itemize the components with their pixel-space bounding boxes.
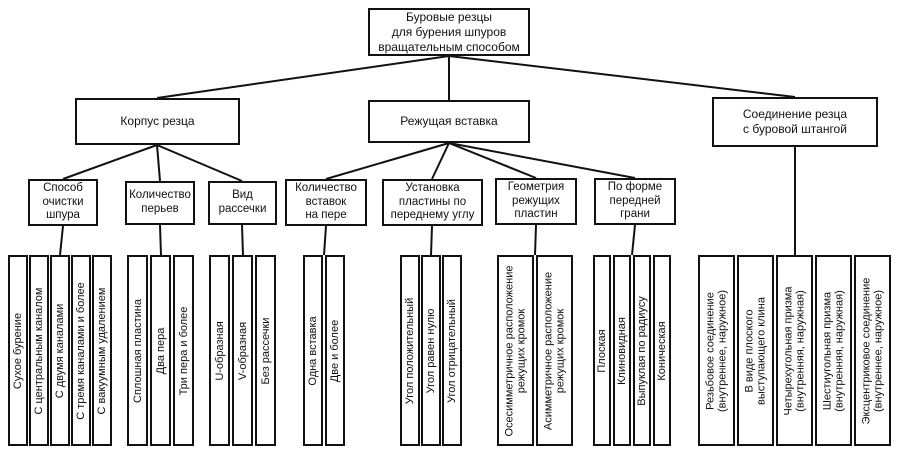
- leaf-label: Три пера и более: [177, 306, 190, 395]
- leaf-node: Клиновидная: [613, 255, 631, 446]
- leaf-label: Угол равен нулю: [424, 308, 437, 393]
- leaf-node: С двумя каналами: [50, 255, 70, 446]
- leaf-label: Резьбовое соединение (внутреннее, наружн…: [704, 289, 729, 412]
- leaf-label: Эксцентриковое соединение (внутреннее, н…: [860, 277, 885, 424]
- category-node-forma-grani: По форме передней грани: [594, 178, 676, 225]
- leaf-label: Шестиугольная призма (внутренняя, наружн…: [821, 289, 846, 412]
- leaf-node: Выпуклая по радиусу: [633, 255, 651, 446]
- leaf-node: Две и более: [325, 255, 345, 446]
- leaf-node: Резьбовое соединение (внутреннее, наружн…: [698, 255, 735, 446]
- leaf-label: Выпуклая по радиусу: [635, 295, 648, 406]
- leaf-node: С центральным каналом: [29, 255, 49, 446]
- leaf-label: Два пера: [154, 327, 167, 374]
- leaf-node: С тремя каналами и более: [71, 255, 91, 446]
- leaf-label: С двумя каналами: [53, 303, 66, 398]
- root-node: Буровые резцы для бурения шпуров вращате…: [368, 8, 530, 56]
- category-node-ustanovka-plastiny: Установка пластины по переднему углу: [382, 179, 483, 226]
- leaf-node: Угол положительный: [400, 255, 420, 446]
- branch-node-korpus-rezca: Корпус резца: [75, 98, 240, 145]
- leaf-label: Угол положительный: [403, 297, 416, 404]
- leaf-node: Эксцентриковое соединение (внутреннее, н…: [854, 255, 891, 446]
- leaf-label: Угол отрицательный: [445, 298, 458, 403]
- leaf-node: Коническая: [653, 255, 671, 446]
- leaf-label: Четырехугольная призма (внутренняя, нару…: [782, 286, 807, 415]
- leaf-node: С вакуумным удалением: [92, 255, 112, 446]
- branch-node-soedinenie-rezca: Соединение резца с буровой штангой: [712, 97, 878, 147]
- leaf-node: Асимметричное расположение режущих кромо…: [536, 255, 573, 446]
- leaf-node: V-образная: [232, 255, 253, 446]
- leaf-node: Угол равен нулю: [421, 255, 441, 446]
- leaf-node: Без рассечки: [255, 255, 276, 446]
- category-node-vid-rassechki: Вид рассечки: [208, 181, 277, 225]
- leaf-node: Одна вставка: [303, 255, 323, 446]
- leaf-node: Плоская: [593, 255, 611, 446]
- category-node-kolichestvo-vstavok: Количество вставок на пере: [285, 179, 367, 226]
- leaf-label: Клиновидная: [615, 316, 628, 385]
- leaf-label: Одна вставка: [306, 315, 319, 386]
- leaf-label: Плоская: [595, 328, 608, 373]
- category-node-kolichestvo-perev: Количество перьев: [125, 181, 195, 225]
- leaf-node: Осесимметричное расположение режущих кро…: [497, 255, 534, 446]
- leaf-label: Коническая: [655, 320, 668, 381]
- leaf-node: Сплошная пластина: [127, 255, 148, 446]
- leaf-label: Без рассечки: [259, 317, 272, 384]
- leaf-label: Сухое бурение: [11, 312, 24, 389]
- leaf-label: Осесимметричное расположение режущих кро…: [503, 265, 528, 437]
- leaf-label: С тремя каналами и более: [74, 281, 87, 420]
- leaf-label: U-образная: [213, 320, 226, 381]
- leaf-label: Сплошная пластина: [131, 298, 144, 403]
- branch-node-rezhushchaya-vstavka: Режущая вставка: [368, 100, 530, 143]
- leaf-node: В виде плоского выступающего клина: [737, 255, 774, 446]
- leaf-label: С вакуумным удалением: [95, 287, 108, 414]
- leaf-node: Четырехугольная призма (внутренняя, нару…: [776, 255, 813, 446]
- leaf-node: Два пера: [150, 255, 171, 446]
- leaf-label: В виде плоского выступающего клина: [743, 296, 768, 405]
- leaf-label: Асимметричное расположение режущих кромо…: [542, 271, 567, 430]
- leaf-label: С центральным каналом: [32, 287, 45, 414]
- category-node-geometriya-plastin: Геометрия режущих пластин: [495, 178, 577, 225]
- leaf-node: Три пера и более: [173, 255, 194, 446]
- leaf-label: Две и более: [328, 319, 341, 382]
- category-node-sposob-ochistki: Способ очистки шпура: [28, 179, 98, 226]
- leaf-node: U-образная: [209, 255, 230, 446]
- leaf-label: V-образная: [236, 321, 249, 380]
- leaf-node: Сухое бурение: [8, 255, 28, 446]
- leaf-node: Угол отрицательный: [442, 255, 462, 446]
- leaf-node: Шестиугольная призма (внутренняя, наружн…: [815, 255, 852, 446]
